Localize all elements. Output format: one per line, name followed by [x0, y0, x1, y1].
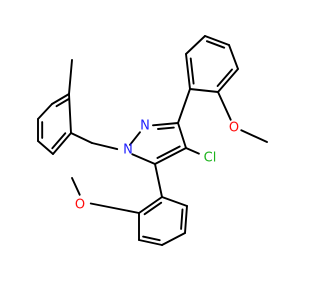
bond-a3-a4 [204, 35, 230, 46]
molecule-canvas: N N Cl O O [37, 35, 268, 246]
bond-ch2-n1 [91, 142, 119, 151]
atom-label-o-top: O [229, 121, 239, 136]
bond-c3-c4 [177, 122, 187, 149]
atom-label-layer: N N Cl O O [75, 119, 239, 213]
bond-oB-meB [71, 177, 81, 196]
bond-c5-n1 [131, 153, 156, 165]
bond-b6-b1-inner [143, 201, 163, 216]
atom-label-n1: N [123, 143, 133, 158]
bond-a6-a1 [189, 88, 219, 93]
bond-c4-cl [185, 147, 200, 155]
bond-oT-meT [240, 129, 268, 143]
bond-t6-ch2 [70, 132, 93, 144]
atom-label-o-bottom: O [75, 198, 85, 213]
bond-n1-n2 [129, 131, 141, 146]
bond-c5-b1 [154, 163, 163, 198]
bond-b3-b4 [161, 232, 186, 246]
bond-layer [37, 35, 268, 246]
bond-a3-a4-inner [205, 40, 226, 49]
bond-a5-a6-inner [216, 68, 233, 87]
bond-me-t1 [68, 59, 73, 95]
atom-label-cl: Cl [204, 151, 217, 166]
bond-t5-t6 [52, 132, 72, 155]
bond-a4-a5 [228, 44, 239, 70]
bond-c4-c5-inner [156, 145, 181, 159]
bond-a5-a6 [217, 68, 239, 93]
bond-c4-c5 [154, 147, 187, 165]
bond-t6-t1 [68, 93, 72, 134]
atom-label-n2: N [140, 119, 150, 134]
bond-b4-b5-inner [142, 235, 161, 242]
bond-b6-oB [89, 202, 140, 214]
bond-b2-b3-inner [180, 208, 184, 230]
bond-n2-c3 [152, 122, 179, 127]
bond-t1-t2-inner [55, 98, 70, 108]
bond-b2-b3 [184, 205, 188, 234]
bond-t1-t2 [51, 93, 70, 105]
bond-b1-b2 [161, 196, 188, 207]
bond-b6-b1 [138, 196, 163, 214]
bond-a2-a3 [185, 35, 206, 55]
bond-n2-c3-inner [157, 126, 175, 130]
bond-t2-t3 [37, 103, 53, 120]
bond-c3-a1 [177, 88, 191, 124]
bond-t4-t5 [37, 140, 54, 155]
bond-a1-a2-inner [189, 57, 195, 85]
bond-t5-t6-inner [51, 132, 67, 150]
bond-b4-b5 [138, 239, 163, 246]
structure-diagram: N N Cl O O [37, 35, 268, 246]
bond-a6-oT [217, 91, 232, 121]
bond-a1-a2 [185, 53, 191, 90]
